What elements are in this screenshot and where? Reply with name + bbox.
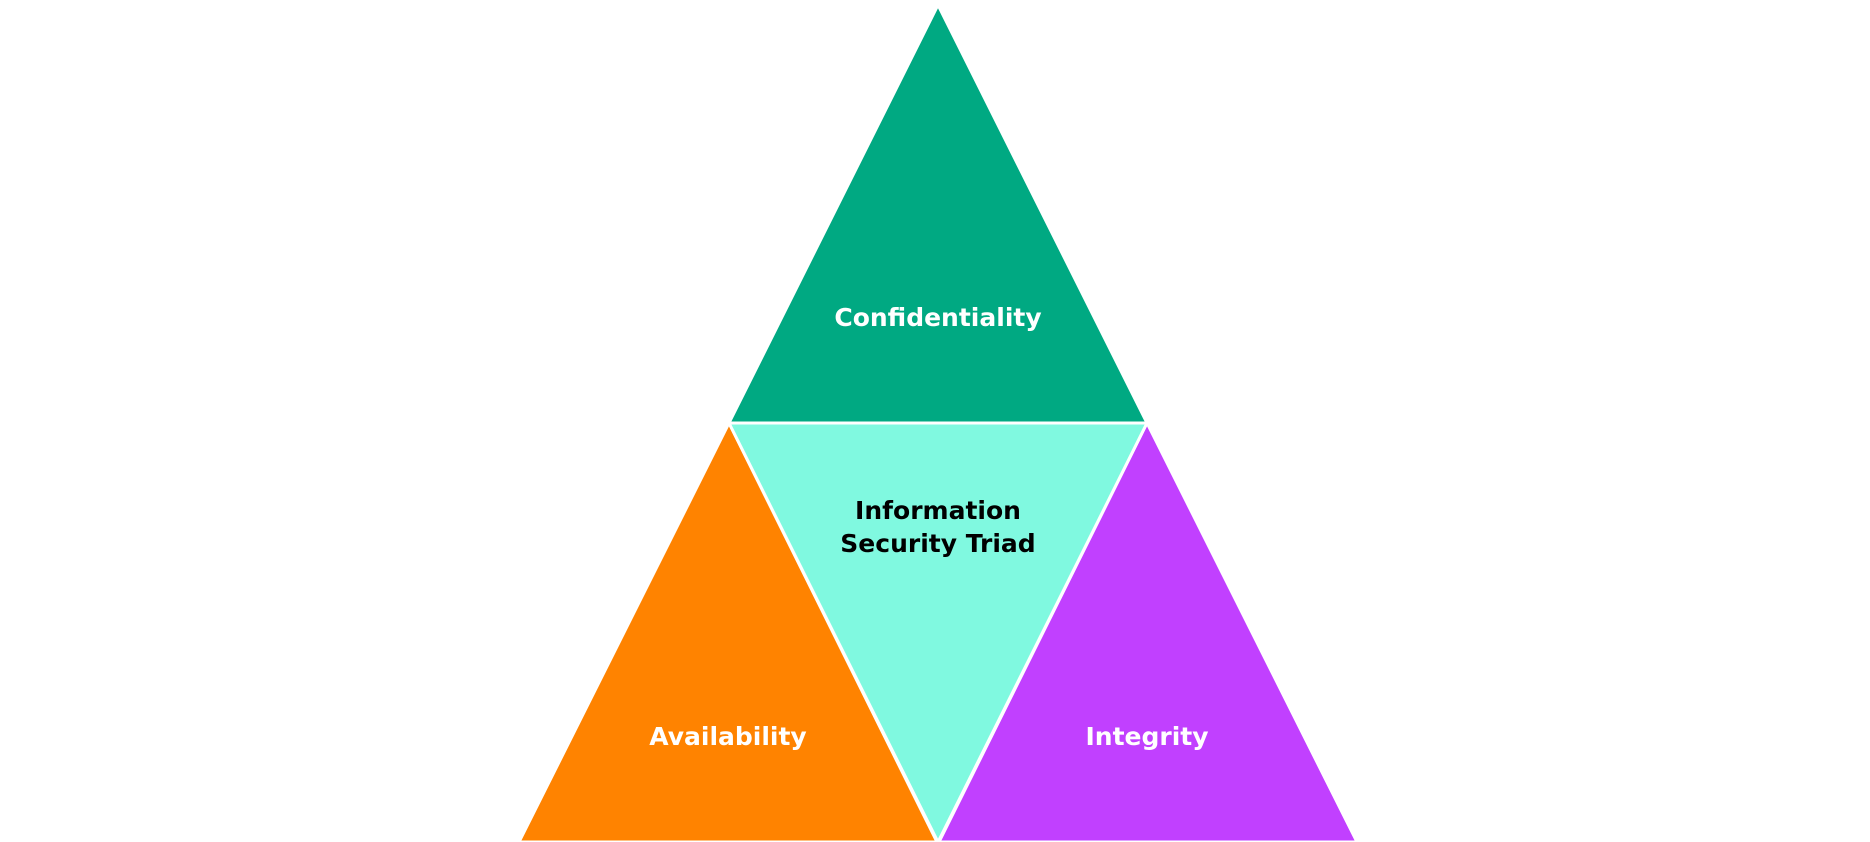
confidentiality-triangle xyxy=(726,1,1150,425)
integrity-label: Integrity xyxy=(1085,722,1208,751)
confidentiality-label: Confidentiality xyxy=(834,303,1041,332)
center-title-line-2: Security Triad xyxy=(840,529,1035,558)
center-triangle xyxy=(726,421,1150,842)
center-title-line-1: Information xyxy=(855,496,1021,525)
availability-label: Availability xyxy=(649,722,806,751)
